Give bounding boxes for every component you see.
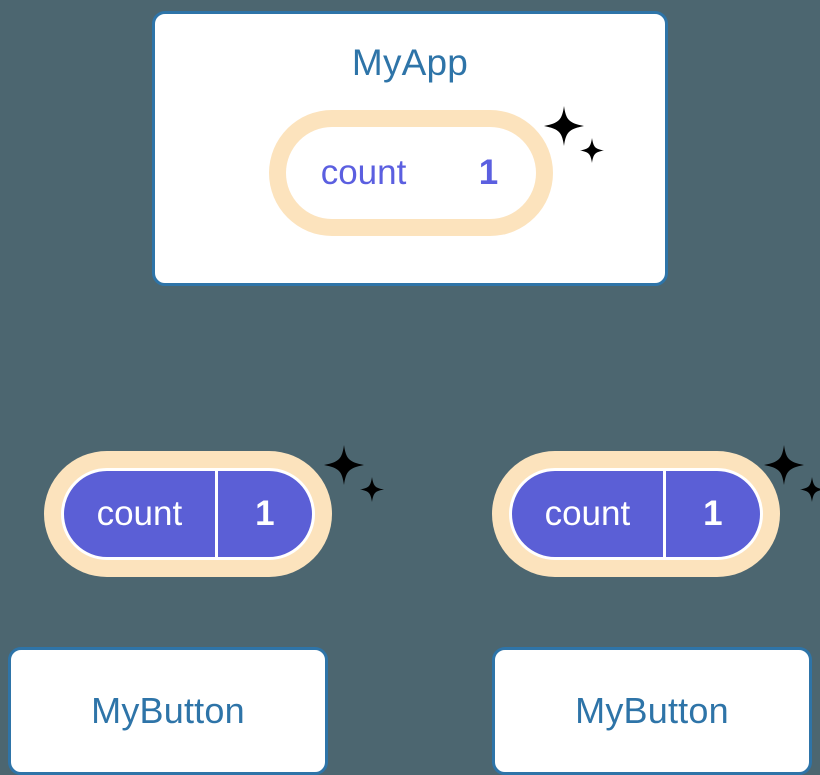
- state-key-label: count: [64, 471, 218, 557]
- component-title: MyButton: [91, 690, 245, 731]
- arrow-head-right: [606, 612, 654, 643]
- pill-ring: count 1: [53, 460, 323, 568]
- pill-ring: count 1: [501, 460, 771, 568]
- state-value-label: 1: [255, 494, 275, 533]
- state-key-label: count: [320, 153, 407, 192]
- pill-halo: count 1: [492, 451, 780, 577]
- arrow-head-left: [168, 612, 216, 643]
- pill-body: count 1: [286, 127, 536, 219]
- component-title: MyButton: [575, 690, 729, 731]
- connector-branch-left: [192, 346, 410, 455]
- page-title: MyApp: [351, 42, 469, 83]
- component-card-mybutton-right[interactable]: MyButton: [492, 647, 812, 775]
- connector-branch-right: [410, 346, 628, 455]
- state-value-label: 1: [703, 494, 723, 533]
- state-pill-myapp[interactable]: count 1: [269, 110, 553, 236]
- state-pill-mybutton-right[interactable]: count 1: [492, 451, 780, 577]
- state-value-label: 1: [478, 153, 499, 192]
- component-card-mybutton-left[interactable]: MyButton: [8, 647, 328, 775]
- state-pill-mybutton-left[interactable]: count 1: [44, 451, 332, 577]
- pill-body: count 1: [509, 468, 763, 560]
- pill-halo: count 1: [269, 110, 553, 236]
- pill-ring: count 1: [278, 119, 544, 227]
- state-key-label: count: [512, 471, 666, 557]
- pill-body: count 1: [61, 468, 315, 560]
- pill-halo: count 1: [44, 451, 332, 577]
